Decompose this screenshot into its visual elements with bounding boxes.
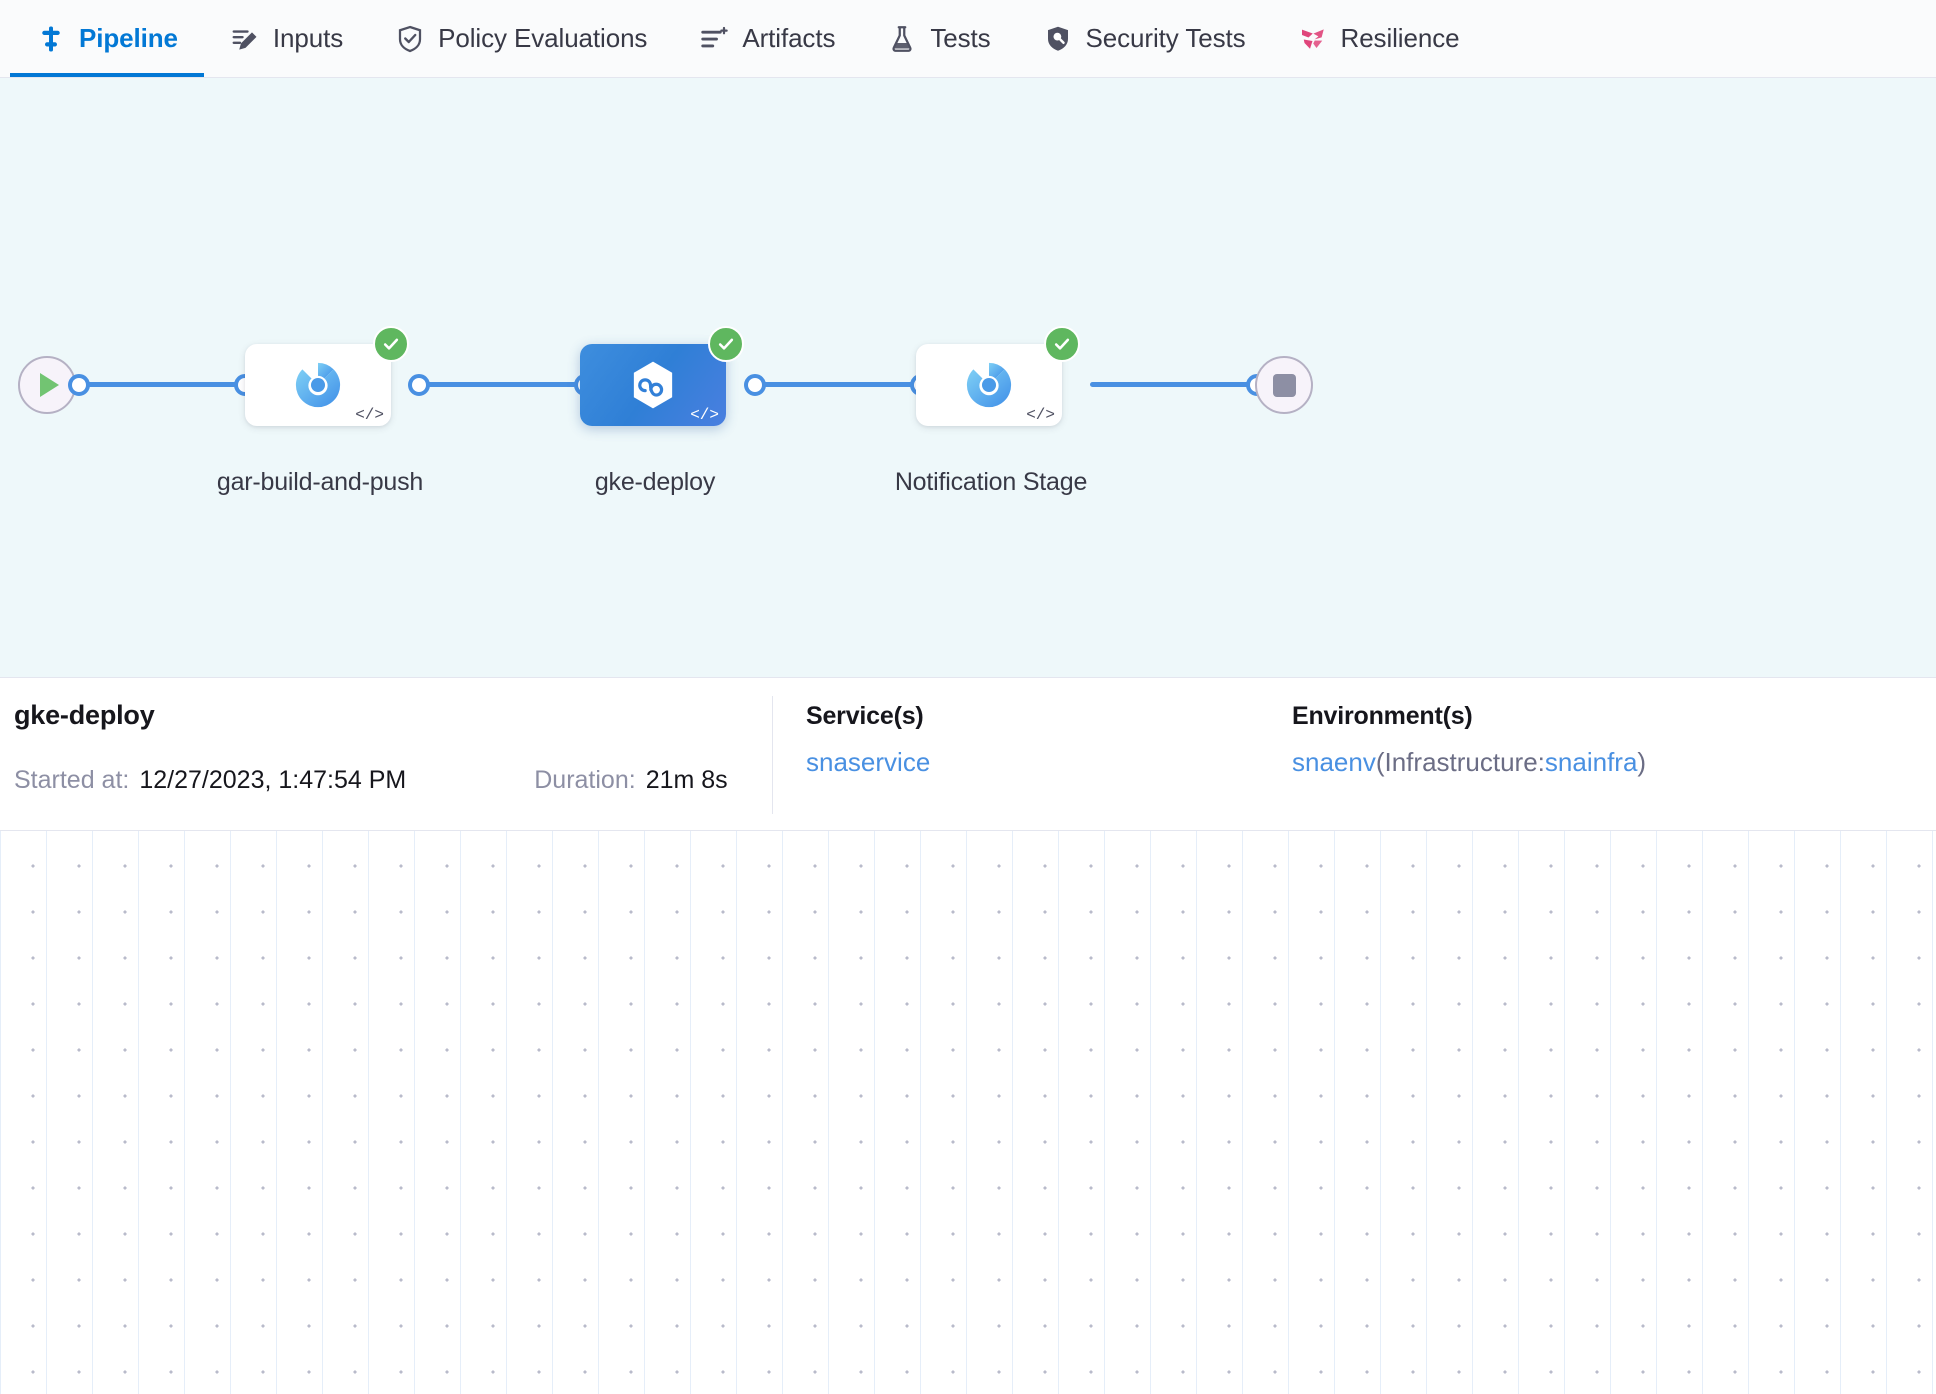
started-at-value: 12/27/2023, 1:47:54 PM <box>139 766 407 794</box>
edge-port <box>744 374 766 396</box>
duration-label: Duration: <box>534 766 636 794</box>
tab-tests[interactable]: Tests <box>861 0 1016 77</box>
status-badge-success <box>373 326 409 362</box>
shield-check-icon <box>395 24 425 54</box>
gcp-build-icon <box>966 362 1012 408</box>
stage-detail-header: gke-deploy Started at: 12/27/2023, 1:47:… <box>0 678 1936 831</box>
code-view-icon[interactable]: </> <box>690 406 719 424</box>
code-view-icon[interactable]: </> <box>355 406 384 424</box>
infrastructure-link[interactable]: snainfra <box>1544 747 1638 777</box>
resilience-icon <box>1298 24 1328 54</box>
tab-policy-evaluations[interactable]: Policy Evaluations <box>369 0 673 77</box>
tab-label: Pipeline <box>79 23 178 53</box>
stop-icon <box>1272 373 1296 397</box>
execution-graph-canvas[interactable]: </> Service </> Infrastructure Resource … <box>0 831 1936 1394</box>
pipeline-edge <box>1090 382 1255 387</box>
pipeline-stage-gke-deploy[interactable]: </> <box>580 326 744 426</box>
tab-label: Policy Evaluations <box>438 23 648 53</box>
pipeline-stage-label: gke-deploy <box>594 468 716 496</box>
grid-background <box>0 831 1936 1394</box>
tab-inputs[interactable]: Inputs <box>204 0 369 77</box>
pipeline-end-node[interactable] <box>1255 356 1313 414</box>
services-column: Service(s) snaservice <box>806 702 930 778</box>
play-icon <box>40 373 59 397</box>
tab-label: Inputs <box>272 23 344 53</box>
pipeline-icon <box>36 24 66 54</box>
pipeline-stage-gar-build-and-push[interactable]: </> <box>245 326 409 426</box>
tab-label: Tests <box>930 23 991 53</box>
duration-value: 21m 8s <box>645 766 728 794</box>
started-at-label: Started at: <box>14 766 130 794</box>
tab-label: Artifacts <box>742 23 836 53</box>
edge-port <box>408 374 430 396</box>
pipeline-edge <box>80 382 245 387</box>
inputs-pencil-icon <box>230 24 260 54</box>
pipeline-graph-canvas[interactable]: </> gar-build-and-push </> gke-deploy <box>0 78 1936 678</box>
main-tab-bar: Pipeline Inputs Policy Evaluations Artif… <box>0 0 1936 78</box>
environment-link[interactable]: snaenv <box>1292 747 1376 777</box>
detail-divider <box>772 696 773 814</box>
pipeline-stage-label: gar-build-and-push <box>216 468 424 496</box>
page-title: gke-deploy <box>14 700 155 730</box>
pipeline-stage-notification-stage[interactable]: </> <box>916 326 1080 426</box>
status-badge-success <box>708 326 744 362</box>
status-badge-success <box>1044 326 1080 362</box>
pipeline-edge <box>755 382 920 387</box>
tab-label: Resilience <box>1340 23 1460 53</box>
infrastructure-suffix: ) <box>1637 747 1647 777</box>
infrastructure-prefix: (Infrastructure: <box>1375 747 1545 777</box>
tab-artifacts[interactable]: Artifacts <box>673 0 861 77</box>
environments-column: Environment(s) snaenv(Infrastructure:sna… <box>1292 702 1646 778</box>
edge-port <box>68 374 90 396</box>
service-link[interactable]: snaservice <box>806 747 931 777</box>
tab-security-tests[interactable]: Security Tests <box>1017 0 1272 77</box>
code-view-icon[interactable]: </> <box>1026 406 1055 424</box>
services-heading: Service(s) <box>806 702 924 730</box>
tab-resilience[interactable]: Resilience <box>1272 0 1486 77</box>
pipeline-stage-label: Notification Stage <box>894 468 1088 496</box>
gcp-build-icon <box>295 362 341 408</box>
environments-heading: Environment(s) <box>1292 702 1473 730</box>
shield-scan-icon <box>1043 24 1073 54</box>
artifacts-lines-icon <box>699 24 729 54</box>
harness-cd-icon <box>633 361 673 409</box>
environment-link-group[interactable]: snaenv(Infrastructure:snainfra) <box>1292 747 1646 778</box>
tab-label: Security Tests <box>1085 23 1246 53</box>
pipeline-edge <box>420 382 585 387</box>
tab-pipeline[interactable]: Pipeline <box>10 0 204 77</box>
flask-icon <box>887 24 917 54</box>
